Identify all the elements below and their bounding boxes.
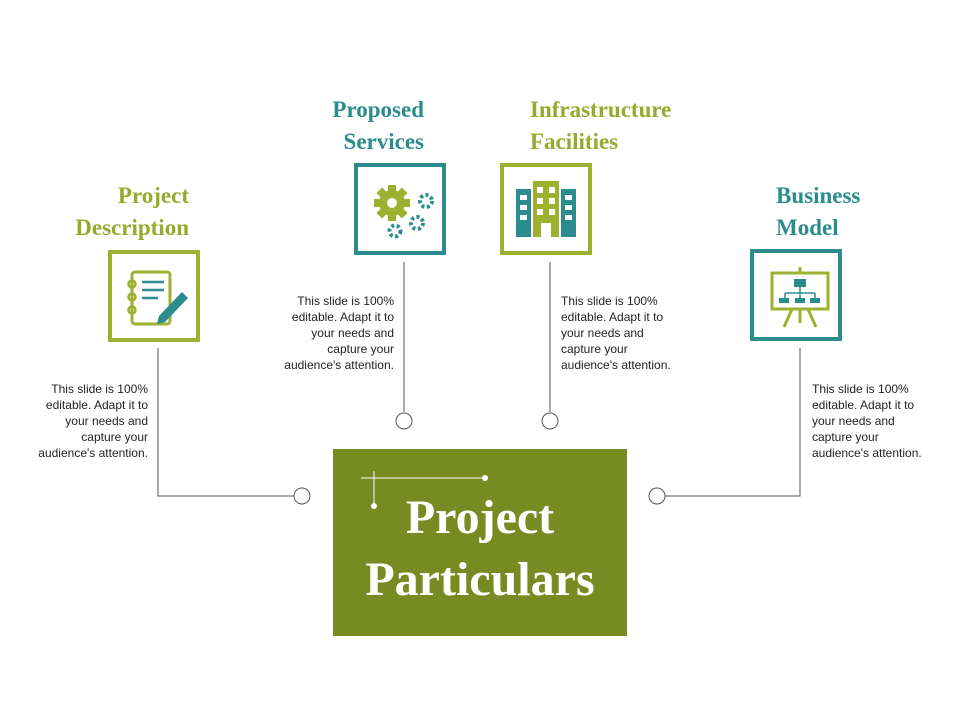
heading-infrastructure-facilities: Infrastructure Facilities <box>530 97 672 154</box>
description-proposed-services: This slide is 100% editable. Adapt it to… <box>284 294 394 372</box>
page-title: Project Particulars <box>365 491 595 606</box>
description-project-description: This slide is 100% editable. Adapt it to… <box>38 382 148 460</box>
decorative-lines <box>361 471 488 509</box>
gears-icon <box>374 185 434 239</box>
heading-project-description: Project Description <box>75 183 189 240</box>
heading-proposed-services: Proposed Services <box>332 97 424 154</box>
connector-node <box>395 412 413 430</box>
connector-node <box>541 412 559 430</box>
connector-project-description <box>157 348 294 497</box>
notebook-pen-icon <box>127 270 188 326</box>
connector-business-model <box>665 348 801 497</box>
connector-node <box>648 487 666 505</box>
heading-business-model: Business Model <box>776 183 861 240</box>
box-project-description <box>108 250 200 342</box>
connector-node <box>293 487 311 505</box>
buildings-icon <box>516 181 576 237</box>
box-business-model <box>750 249 842 341</box>
box-infrastructure-facilities <box>500 163 592 255</box>
presentation-board-icon <box>770 267 830 328</box>
center-title-block: Project Particulars <box>333 449 627 636</box>
description-infrastructure-facilities: This slide is 100% editable. Adapt it to… <box>561 294 671 372</box>
box-proposed-services <box>354 163 446 255</box>
description-business-model: This slide is 100% editable. Adapt it to… <box>812 382 922 460</box>
